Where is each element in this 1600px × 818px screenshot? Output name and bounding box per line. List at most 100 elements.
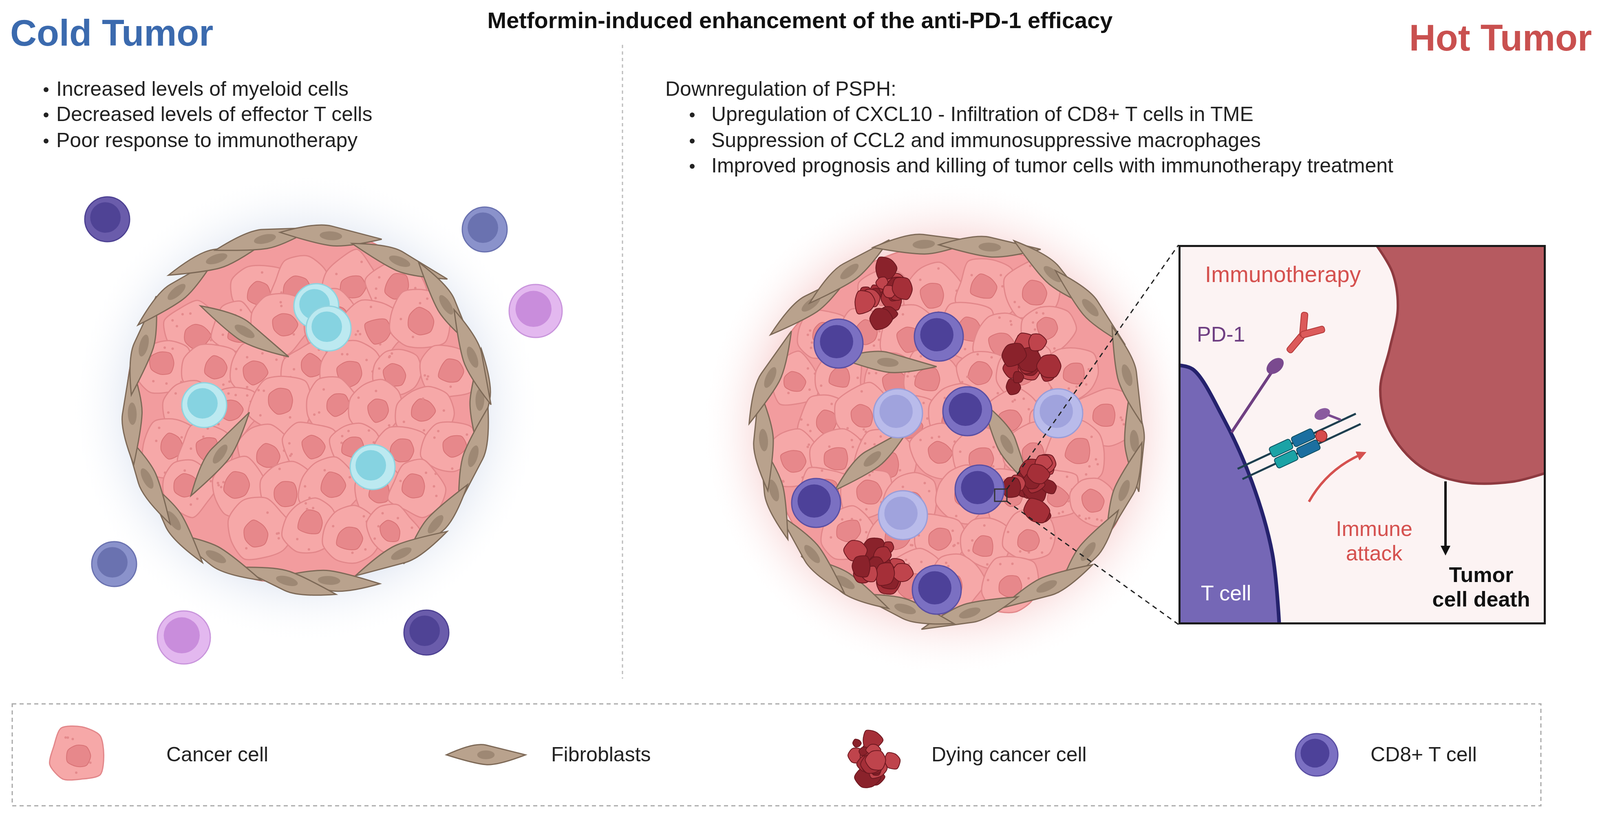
cell-nucleus (783, 371, 806, 392)
cell-nucleus (243, 520, 268, 548)
cell-granule (424, 471, 428, 475)
node-text-wrap: PD-1 (1196, 322, 1245, 347)
cell-granule (863, 442, 867, 445)
fibroblast-nucleus (1034, 577, 1059, 596)
cell-granule (442, 409, 446, 412)
cell-granule (862, 428, 866, 431)
fibroblast-nucleus (138, 466, 157, 491)
cell-granule (425, 377, 429, 381)
cell-granule (375, 287, 378, 290)
membrane-line (1242, 423, 1361, 479)
cell-granule (992, 445, 995, 449)
cell-granule (1049, 537, 1053, 540)
cell-granule (851, 445, 855, 449)
fibroblast-nucleus (997, 432, 1016, 457)
fibroblast-nucleus (761, 365, 779, 390)
cd8-t-cell (791, 478, 841, 528)
divider-line (622, 44, 624, 679)
zoom-square (994, 489, 1007, 502)
cell-granule (278, 467, 281, 471)
cell-granule (830, 402, 833, 406)
cell-nucleus (272, 313, 298, 336)
cell-granule (235, 367, 238, 371)
cell-granule (1022, 397, 1025, 400)
cell-granule (1057, 512, 1061, 515)
cell-granule (266, 511, 269, 515)
cell-nucleus (268, 388, 293, 415)
fibroblast (739, 326, 801, 429)
cell-granule (919, 355, 923, 358)
cell-nucleus (968, 361, 993, 385)
cell-granule (971, 539, 974, 542)
cell-fragment (865, 750, 886, 771)
cell-granule (874, 371, 878, 375)
cell-granule (904, 558, 908, 562)
cell-granule (872, 344, 876, 347)
cell-granule (356, 330, 360, 333)
cell-granule (351, 551, 354, 554)
cell-granule (1121, 418, 1124, 422)
cell-body (403, 610, 449, 656)
fibroblast-nucleus (317, 575, 341, 586)
cancer-cell (49, 726, 104, 780)
fibroblast-nucleus (274, 573, 299, 588)
cell-granule (289, 416, 292, 419)
cell-granule (955, 514, 958, 518)
panel-heading: Cold Tumor (10, 12, 214, 55)
cell-granule (379, 343, 382, 346)
cell-nucleus (1092, 403, 1115, 427)
cell-nucleus (856, 480, 883, 505)
cell-granule (999, 273, 1002, 277)
cell-granule (1100, 519, 1103, 522)
cell-nucleus (914, 368, 940, 391)
cell-granule (810, 341, 814, 345)
label-wrap: Increased levels of myeloid cells (56, 77, 349, 102)
cell-granule (75, 771, 78, 775)
cell-nucleus (97, 547, 128, 578)
cell-granule (289, 454, 292, 457)
cell-body (914, 312, 964, 362)
cell-granule (865, 508, 868, 511)
zoom-line (1006, 244, 1179, 490)
cell-granule (434, 494, 438, 498)
cell-granule (820, 469, 824, 473)
cell-granule (377, 367, 381, 370)
cell-fragment (891, 563, 914, 582)
legend-text: Dying cancer cell (931, 743, 1087, 767)
cell-granule (402, 420, 406, 424)
myeloid-cell (350, 444, 396, 490)
cell-granule (1067, 500, 1070, 503)
cell-granule (64, 736, 67, 739)
cell-granule (245, 386, 249, 389)
cell-nucleus (851, 404, 873, 428)
cell-granule (840, 518, 844, 521)
cell-nucleus (409, 615, 440, 647)
bullet-text: Suppression of CCL2 and immunosuppressiv… (711, 128, 1261, 153)
cell-granule (1009, 320, 1012, 323)
cell-granule (970, 273, 974, 277)
cell-granule (163, 346, 166, 349)
fibroblast (350, 522, 452, 586)
cell-nucleus (884, 496, 918, 530)
cell-granule (1027, 408, 1031, 411)
cell-granule (819, 384, 823, 387)
title: Metformin-induced enhancement of the ant… (487, 7, 1113, 34)
cell-granule (806, 367, 810, 370)
cell-granule (999, 562, 1002, 566)
cell-granule (927, 489, 931, 493)
cell-granule (66, 736, 69, 740)
legend-text: Cancer cell (166, 743, 269, 767)
cell-nucleus (163, 617, 200, 654)
cell-granule (340, 434, 344, 438)
bullet-text: Downregulation of PSPH: (665, 77, 897, 102)
cell-granule (976, 353, 979, 356)
cell-granule (1084, 473, 1088, 476)
hot-glow (700, 179, 1198, 678)
cancer-cell (1021, 306, 1077, 355)
cell-granule (1011, 400, 1014, 403)
fibroblast-nucleus (1079, 296, 1102, 319)
cell-granule (275, 532, 279, 535)
cell-granule (171, 347, 174, 351)
cell-fragment (1027, 464, 1051, 484)
cell-granule (362, 515, 366, 518)
